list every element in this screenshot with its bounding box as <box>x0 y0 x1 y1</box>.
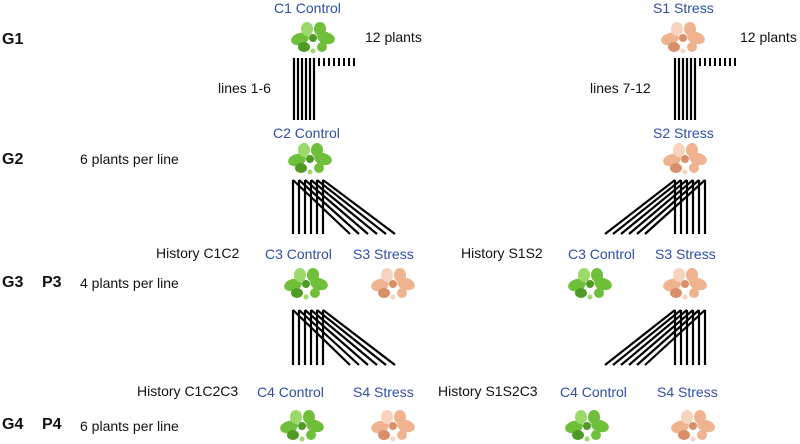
g1-left-plant-count: 12 plants <box>365 29 422 45</box>
group-c3-left-label: C3 Control <box>265 246 332 262</box>
group-s3-right-label: S3 Stress <box>655 246 716 262</box>
stress-plant-icon <box>663 268 707 300</box>
group-c4-right-label: C4 Control <box>560 384 627 400</box>
generation-g3-label: G3 <box>2 274 24 291</box>
control-plant-icon <box>288 143 332 175</box>
group-c2-label: C2 Control <box>273 125 340 141</box>
history-s1s2-label: History S1S2 <box>461 245 543 261</box>
group-c3-right-label: C3 Control <box>568 246 635 262</box>
generation-g4-label: G4 <box>2 416 24 433</box>
generation-g1-label: G1 <box>2 31 24 48</box>
control-plant-icon <box>284 268 328 300</box>
stress-plant-icon <box>663 143 707 175</box>
group-s2-label: S2 Stress <box>653 125 714 141</box>
group-s3-left-label: S3 Stress <box>353 246 414 262</box>
history-c1c2c3-label: History C1C2C3 <box>137 383 239 399</box>
passage-p3-label: P3 <box>42 274 62 291</box>
stress-plant-icon <box>671 410 715 442</box>
group-s4-right-label: S4 Stress <box>657 384 718 400</box>
control-plant-icon <box>280 410 324 442</box>
g3-plants-per-line: 4 plants per line <box>80 275 179 291</box>
group-s4-left-label: S4 Stress <box>353 384 414 400</box>
group-s1-label: S1 Stress <box>653 0 714 16</box>
control-plant-icon <box>291 22 335 54</box>
stress-plant-icon <box>371 268 415 300</box>
stress-plant-icon <box>371 410 415 442</box>
control-plant-icon <box>568 268 612 300</box>
generation-g2-label: G2 <box>2 151 24 168</box>
control-plant-icon <box>565 410 609 442</box>
group-c1-label: C1 Control <box>274 0 341 16</box>
lines-right-label: lines 7-12 <box>590 80 651 96</box>
group-c4-left-label: C4 Control <box>257 384 324 400</box>
g4-plants-per-line: 6 plants per line <box>80 418 179 434</box>
passage-p4-label: P4 <box>42 416 62 433</box>
lines-left-label: lines 1-6 <box>218 80 271 96</box>
g1-right-plant-count: 12 plants <box>740 29 797 45</box>
g2-plants-per-line: 6 plants per line <box>80 151 179 167</box>
history-c1c2-label: History C1C2 <box>156 245 240 261</box>
history-s1s2c3-label: History S1S2C3 <box>438 383 538 399</box>
stress-plant-icon <box>661 22 705 54</box>
